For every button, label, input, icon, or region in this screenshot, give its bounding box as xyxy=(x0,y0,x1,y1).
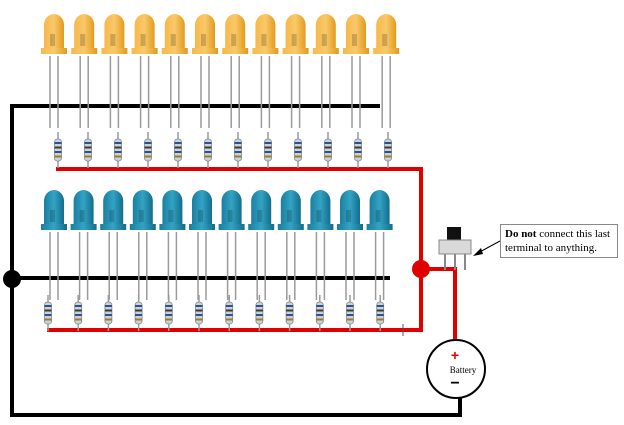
blue-led xyxy=(159,190,186,300)
orange-led xyxy=(222,14,249,128)
blue-resistor xyxy=(376,295,385,331)
orange-led xyxy=(282,14,309,128)
blue-resistor xyxy=(315,295,324,331)
battery: + Battery − xyxy=(426,339,486,399)
black-wires xyxy=(10,104,462,417)
orange-led xyxy=(41,14,67,128)
battery-label: Battery xyxy=(450,365,477,375)
slide-switch xyxy=(438,227,472,270)
blue-led xyxy=(129,190,156,300)
red-wire-switch xyxy=(421,267,457,339)
warning-callout: Do not connect this last terminal to any… xyxy=(500,224,618,258)
blue-led xyxy=(218,190,245,300)
red-wire-loop xyxy=(47,167,423,332)
orange-led xyxy=(131,14,158,128)
callout-arrow xyxy=(473,240,501,256)
red-junction xyxy=(412,260,430,278)
battery-plus: + xyxy=(451,347,459,363)
blue-resistor xyxy=(195,295,203,331)
blue-led xyxy=(248,190,275,300)
blue-resistor xyxy=(44,295,52,331)
orange-resistor xyxy=(144,132,152,168)
blue-led xyxy=(307,190,334,300)
blue-resistor xyxy=(346,295,354,331)
orange-resistor xyxy=(84,132,92,168)
orange-led xyxy=(101,14,128,128)
orange-resistor xyxy=(264,132,272,168)
black-wire-main xyxy=(10,104,462,417)
blue-led xyxy=(366,190,393,300)
blue-led xyxy=(70,190,97,300)
orange-resistor xyxy=(174,132,182,168)
orange-led xyxy=(343,14,369,128)
orange-led-row xyxy=(41,14,400,128)
blue-led xyxy=(337,190,363,300)
orange-resistor-row xyxy=(54,132,392,168)
orange-led xyxy=(373,14,400,128)
orange-resistor xyxy=(294,132,302,168)
blue-led xyxy=(100,190,127,300)
blue-resistor xyxy=(134,295,143,331)
battery-body xyxy=(426,339,486,399)
orange-resistor xyxy=(354,132,362,168)
callout-text: connect this last terminal to anything. xyxy=(505,228,611,254)
black-junction xyxy=(3,270,21,288)
blue-resistor xyxy=(74,295,83,331)
orange-led xyxy=(192,14,218,128)
orange-resistor xyxy=(324,132,332,168)
orange-led xyxy=(252,14,279,128)
blue-led-row xyxy=(41,190,393,300)
battery-minus: − xyxy=(450,375,459,392)
blue-resistor-row xyxy=(44,295,385,331)
blue-led xyxy=(189,190,215,300)
blue-resistor xyxy=(255,295,264,331)
orange-led xyxy=(312,14,339,128)
blue-resistor xyxy=(285,295,294,331)
orange-led xyxy=(71,14,98,128)
blue-resistor xyxy=(225,295,234,331)
orange-resistor xyxy=(114,132,122,168)
blue-led xyxy=(277,190,304,300)
callout-bold: Do not xyxy=(505,228,537,240)
orange-led xyxy=(161,14,188,128)
orange-resistor xyxy=(54,132,62,168)
orange-resistor xyxy=(204,132,212,168)
orange-resistor xyxy=(384,132,392,168)
orange-resistor xyxy=(234,132,242,168)
blue-led xyxy=(41,190,67,300)
blue-resistor xyxy=(104,295,113,331)
blue-resistor xyxy=(164,295,173,331)
